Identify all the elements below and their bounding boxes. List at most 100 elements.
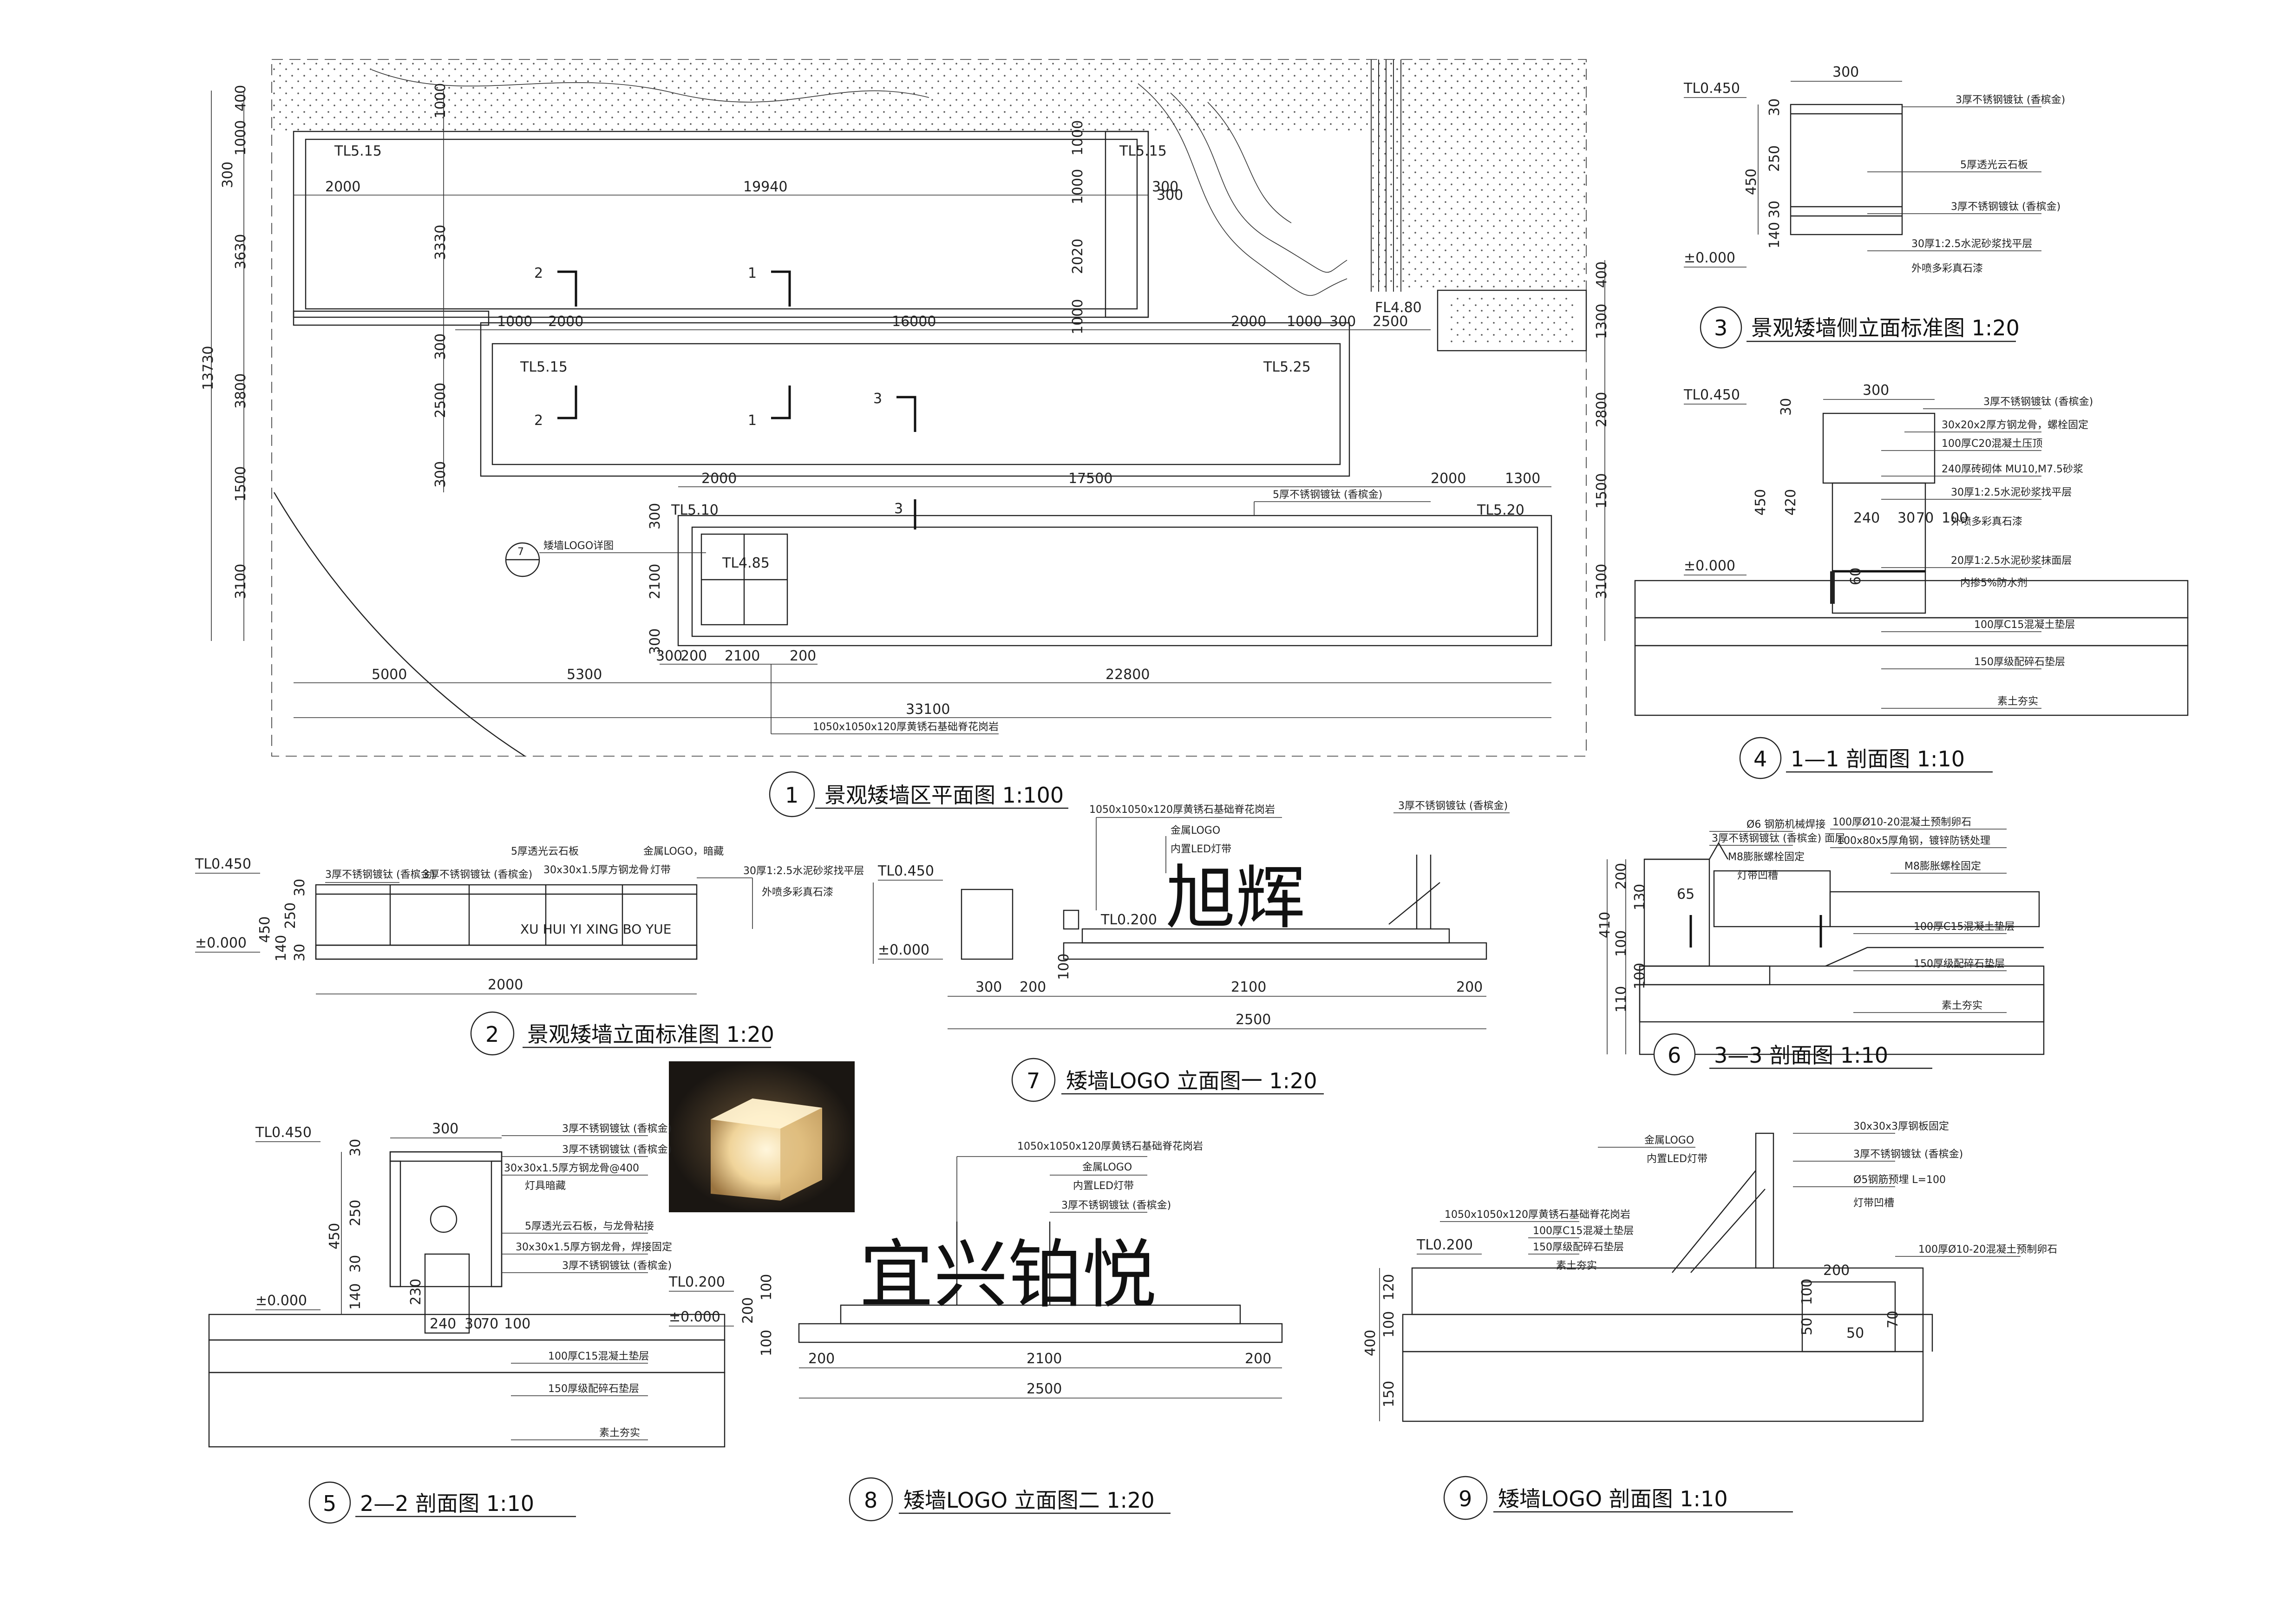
dim-text: 100 [1613,930,1629,957]
wall-3-inner [691,526,1538,637]
dim-text: 400 [1362,1330,1379,1356]
planter-right [1437,289,1587,352]
dim-text: 100 [1056,954,1072,980]
level-tag: TL0.200 [1416,1237,1473,1253]
dim-text: 240 [1853,510,1880,526]
dim-text: 2000 [1231,314,1266,330]
dim-text: 50 [1846,1325,1864,1341]
dim-text: 17500 [1068,471,1112,487]
note: M8膨胀螺栓固定 [1904,861,1981,872]
brick-core [1832,482,1926,572]
detail-ref-label: 矮墙LOGO详图 [543,540,614,552]
dim-text: 300 [432,333,449,360]
dim-text: 2100 [647,564,663,599]
note: 100厚C15混凝土垫层 [1533,1225,1634,1237]
dim-text: 140 [347,1283,364,1310]
level-tag: TL0.450 [877,863,934,879]
dim-text: 13730 [200,346,216,390]
dim-text: 200 [790,648,816,664]
dim-text: 30 [464,1316,482,1332]
dim-text: 240 [430,1316,456,1332]
level-tag: TL0.450 [1683,387,1740,403]
dim-text: 5000 [372,667,407,683]
dim-text: 30 [1897,510,1915,526]
wall-side [1790,104,1903,235]
dim-text: 300 [220,162,236,188]
level-tag: TL0.450 [195,856,251,872]
dim-text: 140 [273,935,289,961]
note: 1050x1050x120厚黄锈石基础脊花岗岩 [1089,804,1275,816]
dim-text: 250 [347,1200,364,1226]
view-number-bubble [1700,306,1742,349]
view-title: 景观矮墙区平面图 1:100 [824,783,1064,808]
note: 30厚1:2.5水泥砂浆找平层 [1951,487,2072,498]
level-tag: TL5.15 [1119,143,1167,159]
dim-text: 300 [975,979,1002,995]
view-number-bubble [1011,1058,1056,1102]
view-number-bubble [1443,1476,1488,1520]
dim-text: 3330 [432,225,449,260]
note: Ø6 钢筋机械焊接 [1747,819,1825,830]
dim-text: 120 [1381,1274,1397,1301]
contour-2 [1170,92,1348,273]
dim-text: 1500 [1594,473,1610,509]
dim-text: 5300 [567,667,602,683]
note: 3厚不锈钢镀钛 (香槟金) [1061,1200,1171,1211]
note: 100厚Ø10-20混凝土预制卵石 [1918,1244,2057,1255]
dim-text: 200 [680,648,707,664]
dim-text: 300 [647,628,663,655]
curve-edge [273,492,525,757]
wall-1-end [1105,131,1149,318]
view-number: 8 [864,1488,877,1513]
dim-text: 1000 [1287,314,1322,330]
dim-text: 200 [1020,979,1046,995]
level-tag: TL5.20 [1477,502,1524,518]
note: 3厚不锈钢镀钛 (香槟金) [423,869,532,881]
dim-text: 60 [1848,568,1864,585]
dim-text: 2100 [725,648,760,664]
dim-text: 200 [1245,1351,1271,1367]
note: 3厚不锈钢镀钛 (香槟金) [562,1260,672,1272]
dim-text: 200 [1823,1262,1850,1279]
dim-text: 2500 [1373,314,1408,330]
view-number-bubble [849,1477,893,1522]
section-mark: 3 [894,501,903,517]
dim-text: 400 [1594,261,1610,288]
note: 30x30x1.5厚方钢龙骨@400 [504,1163,639,1174]
note: 150厚级配碎石垫层 [1974,656,2065,668]
level-tag: TL5.15 [334,143,382,159]
dim-text: 1300 [1505,471,1540,487]
dim-text: 410 [1597,912,1613,938]
view-title: 矮墙LOGO 立面图一 1:20 [1066,1068,1317,1093]
note: 内置LED灯带 [1647,1153,1707,1165]
wall-1-inner [305,138,1138,310]
view-number: 5 [323,1491,336,1516]
note: 内置LED灯带 [1171,843,1231,855]
note: 外喷多彩真石漆 [762,887,833,898]
dim-text: 3630 [233,234,249,269]
note: 灯带凹槽 [1737,870,1778,882]
dim-text: 300 [1152,179,1178,195]
view-number: 1 [785,783,798,808]
dim-text: 100 [1381,1311,1397,1338]
dim-text: 70 [481,1316,498,1332]
note: 金属LOGO [1171,825,1220,837]
section-mark: 1 [748,265,757,281]
connector-strip [293,310,490,326]
dim-text: 300 [1863,382,1889,399]
dim-text: 1000 [1070,169,1086,204]
note: 100厚C15混凝土垫层 [1974,619,2075,631]
top-paving [272,59,1586,131]
note: 100厚Ø10-20混凝土预制卵石 [1832,817,1971,828]
dim-text: 100 [1799,1279,1815,1305]
dim-text: 300 [656,648,682,664]
note: 240厚砖砌体 MU10,M7.5砂浆 [1942,464,2083,475]
view-number: 6 [1668,1043,1681,1068]
dim-text: 200 [1456,979,1483,995]
note: 150厚级配碎石垫层 [1533,1242,1624,1253]
dim-text: 2100 [1027,1351,1062,1367]
view-number: 7 [1027,1068,1040,1093]
note: 100厚C20混凝土压顶 [1942,438,2042,450]
dim-text: 1000 [1070,120,1086,156]
dim-text: 2000 [548,314,583,330]
